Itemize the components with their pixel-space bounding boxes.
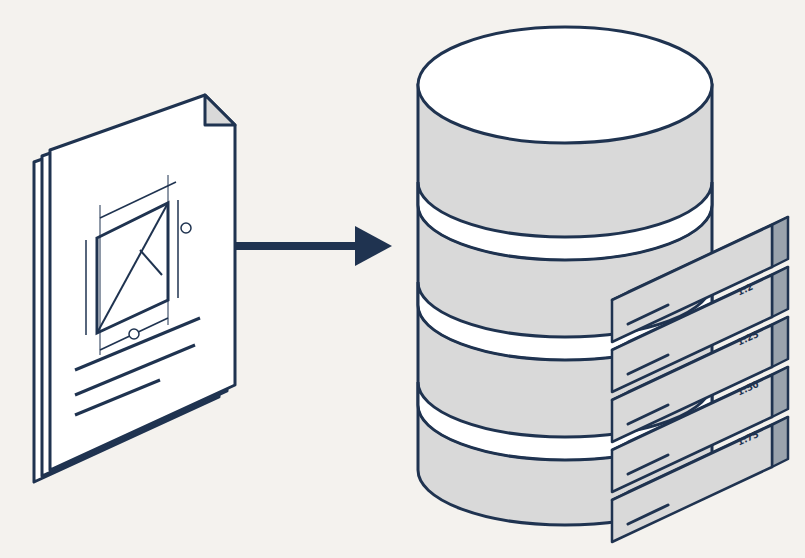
cylinder-ridge (418, 205, 712, 260)
unit-slot (628, 455, 668, 474)
text-line (75, 318, 200, 370)
dimension-line (177, 200, 179, 298)
front-page (50, 95, 235, 470)
unit-slot (628, 505, 668, 524)
dimension-symbol (181, 223, 191, 233)
dimension-symbol (129, 329, 139, 339)
extension-line (100, 205, 101, 355)
unit-side (772, 367, 788, 417)
dimension-line (100, 182, 176, 218)
unit-side (772, 417, 788, 467)
window-handle-line (140, 250, 162, 275)
document-stack (34, 95, 235, 482)
flow-arrow (235, 226, 392, 266)
unit-slot (628, 305, 668, 324)
page-fold (205, 95, 235, 125)
unit-side (772, 217, 788, 267)
unit-slot (628, 355, 668, 374)
cylinder-groove (418, 182, 712, 260)
arrow-head (355, 226, 392, 266)
window-frame (97, 203, 168, 333)
arrow-shaft (235, 242, 360, 250)
rack-unit (612, 417, 788, 542)
window-diagonal (97, 203, 168, 333)
unit-slot (628, 405, 668, 424)
dimension-line (85, 240, 87, 335)
unit-side (772, 267, 788, 317)
extension-line (168, 175, 169, 325)
text-line (75, 345, 195, 395)
text-line (75, 380, 160, 415)
server-rack (612, 217, 788, 542)
unit-front (612, 425, 772, 542)
cylinder-top (418, 27, 712, 143)
unit-side (772, 317, 788, 367)
technical-drawing (75, 175, 200, 415)
